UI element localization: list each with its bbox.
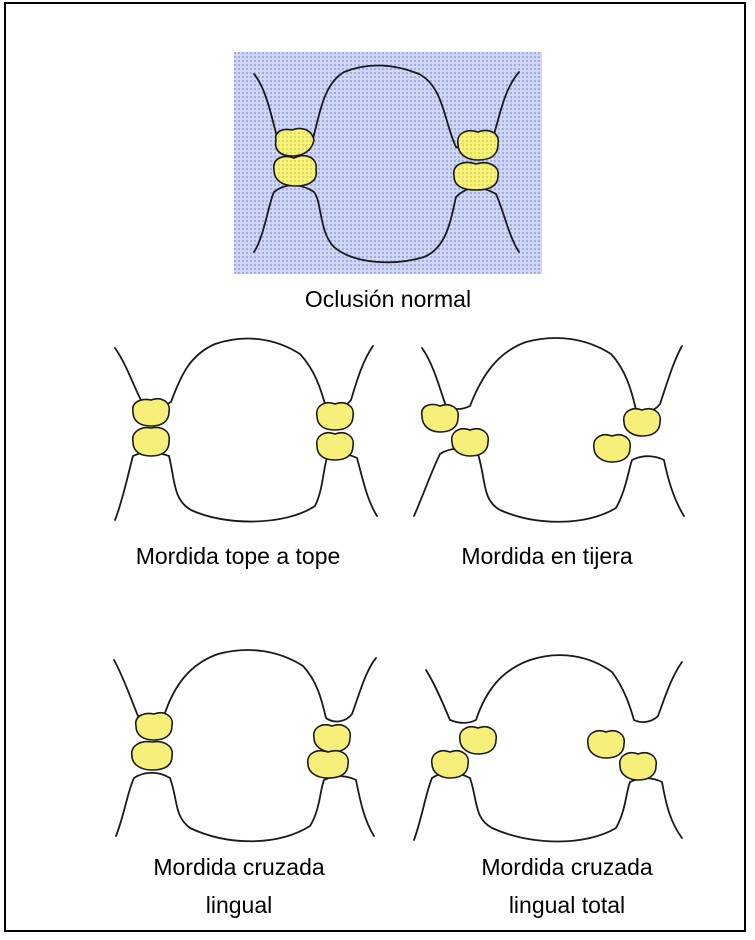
caption-mordida-en-tijera: Mordida en tijera: [406, 537, 688, 575]
caption-line-2: lingual total: [426, 886, 708, 924]
caption-mordida-cruzada-lingual: Mordida cruzada lingual: [98, 848, 380, 924]
lower-left-tooth: [274, 156, 317, 186]
upper-left-tooth: [133, 399, 170, 426]
diagram-oclusion-normal: [234, 52, 542, 274]
upper-right-tooth: [317, 403, 354, 430]
lower-right-tooth: [594, 435, 631, 462]
upper-left-tooth: [136, 713, 173, 740]
caption-line-2: lingual: [98, 886, 380, 924]
lower-right-tooth: [308, 751, 349, 778]
caption-oclusion-normal: Oclusión normal: [234, 280, 542, 318]
upper-left-tooth: [422, 404, 459, 432]
diagram-mordida-cruzada-lingual: [98, 640, 380, 850]
diagram-mordida-tope-a-tope: [95, 330, 381, 526]
caption-line-1: Mordida cruzada: [98, 848, 380, 886]
lower-right-tooth: [454, 163, 498, 191]
caption-mordida-cruzada-lingual-total: Mordida cruzada lingual total: [426, 848, 708, 924]
upper-right-tooth: [624, 409, 661, 436]
lower-left-tooth: [432, 751, 469, 778]
upper-right-tooth: [314, 725, 351, 752]
lower-left-tooth: [133, 428, 170, 456]
lower-left-tooth: [132, 742, 173, 770]
diagram-mordida-en-tijera: [406, 330, 688, 530]
upper-right-tooth: [588, 731, 625, 758]
lower-left-tooth: [452, 429, 489, 456]
upper-right-tooth: [458, 131, 498, 161]
lower-right-tooth: [317, 433, 354, 460]
caption-mordida-tope-a-tope: Mordida tope a tope: [95, 537, 381, 575]
caption-line-1: Mordida cruzada: [426, 848, 708, 886]
diagram-mordida-cruzada-lingual-total: [402, 632, 692, 850]
lower-right-tooth: [620, 753, 657, 780]
upper-left-tooth: [460, 727, 497, 754]
